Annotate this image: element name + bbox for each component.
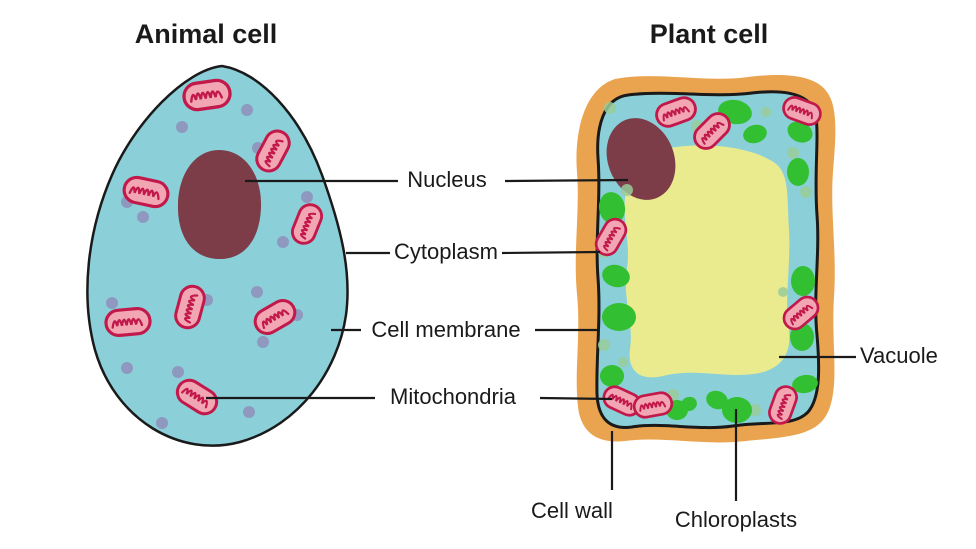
- plant-dot: [778, 287, 788, 297]
- cytoplasm-leader-right: [501, 250, 601, 255]
- ribosome-dot: [277, 236, 289, 248]
- labels: Nucleus Cytoplasm Cell membrane Mitochon…: [371, 167, 937, 532]
- plant-dot: [749, 404, 761, 416]
- label-cell-wall: Cell wall: [531, 498, 613, 523]
- chloroplast: [706, 390, 728, 410]
- plant-dot: [618, 357, 628, 367]
- nucleus-leader-right: [504, 178, 629, 183]
- label-cell-membrane: Cell membrane: [371, 317, 520, 342]
- mitochondrion: [180, 77, 234, 113]
- ribosome-dot: [243, 406, 255, 418]
- animal-cell: [86, 64, 349, 447]
- ribosome-dot: [137, 211, 149, 223]
- animal-nucleus: [177, 150, 262, 260]
- plant-cell-title: Plant cell: [650, 19, 769, 49]
- label-chloroplasts: Chloroplasts: [675, 507, 797, 532]
- plant-dot: [787, 147, 799, 159]
- ribosome-dot: [176, 121, 188, 133]
- chloroplast: [792, 374, 818, 394]
- ribosome-dot: [106, 297, 118, 309]
- chloroplast: [600, 365, 624, 387]
- plant-cell: [575, 74, 836, 443]
- ribosome-dot: [301, 191, 313, 203]
- animal-cell-title: Animal cell: [135, 19, 278, 49]
- mitochondria-leader-right: [539, 396, 613, 401]
- chloroplast: [681, 396, 697, 412]
- ribosome-dot: [156, 417, 168, 429]
- chloroplast: [602, 264, 630, 288]
- chloroplast: [791, 266, 815, 296]
- plant-dot: [800, 186, 812, 198]
- chloroplast: [602, 303, 636, 331]
- ribosome-dot: [121, 362, 133, 374]
- label-mitochondria: Mitochondria: [390, 384, 517, 409]
- label-cytoplasm: Cytoplasm: [394, 239, 498, 264]
- plant-dot: [621, 184, 633, 196]
- plant-vacuole: [624, 145, 790, 378]
- ribosome-dot: [241, 104, 253, 116]
- animal-ribosome-dots: [106, 104, 313, 429]
- chloroplast: [787, 158, 809, 186]
- plant-dot: [761, 107, 771, 117]
- leader-lines: [206, 178, 856, 501]
- label-vacuole: Vacuole: [860, 343, 938, 368]
- ribosome-dot: [251, 286, 263, 298]
- plant-dot: [598, 339, 610, 351]
- label-nucleus: Nucleus: [407, 167, 486, 192]
- mitochondrion: [103, 305, 153, 339]
- ribosome-dot: [172, 366, 184, 378]
- chloroplast: [743, 124, 767, 144]
- chloroplast: [787, 121, 813, 143]
- chloroplast: [598, 192, 626, 224]
- plant-dot: [604, 102, 616, 114]
- ribosome-dot: [257, 336, 269, 348]
